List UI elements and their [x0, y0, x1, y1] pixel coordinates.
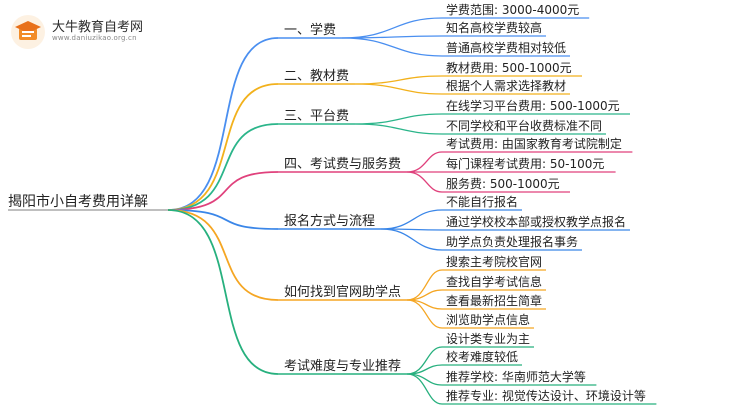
- branch-connector: [167, 83, 279, 211]
- leaf-label: 助学点负责处理报名事务: [446, 234, 578, 249]
- logo-name: 大牛教育自考网: [52, 20, 144, 35]
- branch-connector: [167, 209, 279, 230]
- leaf-connector: [406, 373, 443, 386]
- leaf-connector: [354, 83, 443, 95]
- branch-label: 如何找到官网助学点: [284, 284, 401, 300]
- leaf-label: 每门课程考试费用: 50-100元: [446, 156, 604, 171]
- branch-connector: [167, 123, 279, 211]
- leaf-connector: [380, 228, 443, 251]
- mind-map-nodes: 揭阳市小自考费用详解 一、学费 学费范围: 3000-4000元知名高校学费较高普通…: [8, 2, 646, 403]
- leaf-label: 知名高校学费较高: [446, 20, 542, 35]
- root-node: 揭阳市小自考费用详解: [8, 193, 148, 210]
- leaf-label: 推荐学校: 华南师范大学等: [446, 369, 586, 384]
- leaf-connector: [354, 123, 443, 135]
- leaf-label: 查找自学考试信息: [446, 274, 542, 289]
- branch-connector: [167, 209, 279, 301]
- leaf-connector: [341, 17, 443, 39]
- branch-label: 三、平台费: [284, 109, 349, 124]
- branch-label: 一、学费: [284, 22, 336, 38]
- leaf-connector: [341, 37, 443, 57]
- leaf-label: 根据个人需求选择教材: [446, 78, 566, 93]
- leaf-connector: [380, 209, 443, 230]
- leaf-connector: [406, 299, 443, 329]
- leaf-label: 设计类专业为主: [446, 331, 530, 346]
- leaf-label: 在线学习平台费用: 500-1000元: [446, 98, 620, 113]
- leaf-label: 推荐专业: 视觉传达设计、环境设计等: [446, 388, 646, 403]
- branch-label: 考试难度与专业推荐: [284, 358, 401, 374]
- leaf-label: 教材费用: 500-1000元: [446, 60, 572, 75]
- leaf-label: 通过学校校本部或授权教学点报名: [446, 214, 626, 229]
- branch-label: 四、考试费与服务费: [284, 156, 401, 172]
- leaf-connector: [406, 373, 443, 405]
- leaf-label: 普通高校学费相对较低: [446, 40, 566, 55]
- leaf-label: 搜索主考院校官网: [446, 254, 542, 269]
- leaf-label: 考试费用: 由国家教育考试院制定: [446, 136, 622, 151]
- branch-connector: [167, 37, 279, 211]
- leaf-connector: [354, 75, 443, 85]
- leaf-label: 不能自行报名: [446, 194, 518, 209]
- leaf-label: 不同学校和平台收费标准不同: [446, 118, 602, 133]
- leaf-connector: [354, 113, 443, 125]
- site-logo: 大牛教育自考网 www.daniuzikao.org.cn: [10, 14, 160, 50]
- branch-label: 报名方式与流程: [284, 213, 375, 229]
- leaf-label: 浏览助学点信息: [446, 312, 530, 327]
- branch-connector: [167, 209, 279, 375]
- leaf-label: 查看最新招生简章: [446, 293, 542, 308]
- leaf-label: 服务费: 500-1000元: [446, 176, 560, 191]
- mind-map-edges: [8, 17, 657, 405]
- graduation-cap-icon: [11, 15, 45, 49]
- branch-connector: [167, 171, 279, 211]
- branch-label: 二、教材费: [284, 68, 349, 84]
- logo-url: www.daniuzikao.org.cn: [52, 34, 137, 42]
- leaf-connector: [406, 171, 443, 193]
- leaf-label: 学费范围: 3000-4000元: [446, 2, 579, 17]
- leaf-connector: [406, 151, 443, 173]
- leaf-label: 校考难度较低: [446, 349, 518, 364]
